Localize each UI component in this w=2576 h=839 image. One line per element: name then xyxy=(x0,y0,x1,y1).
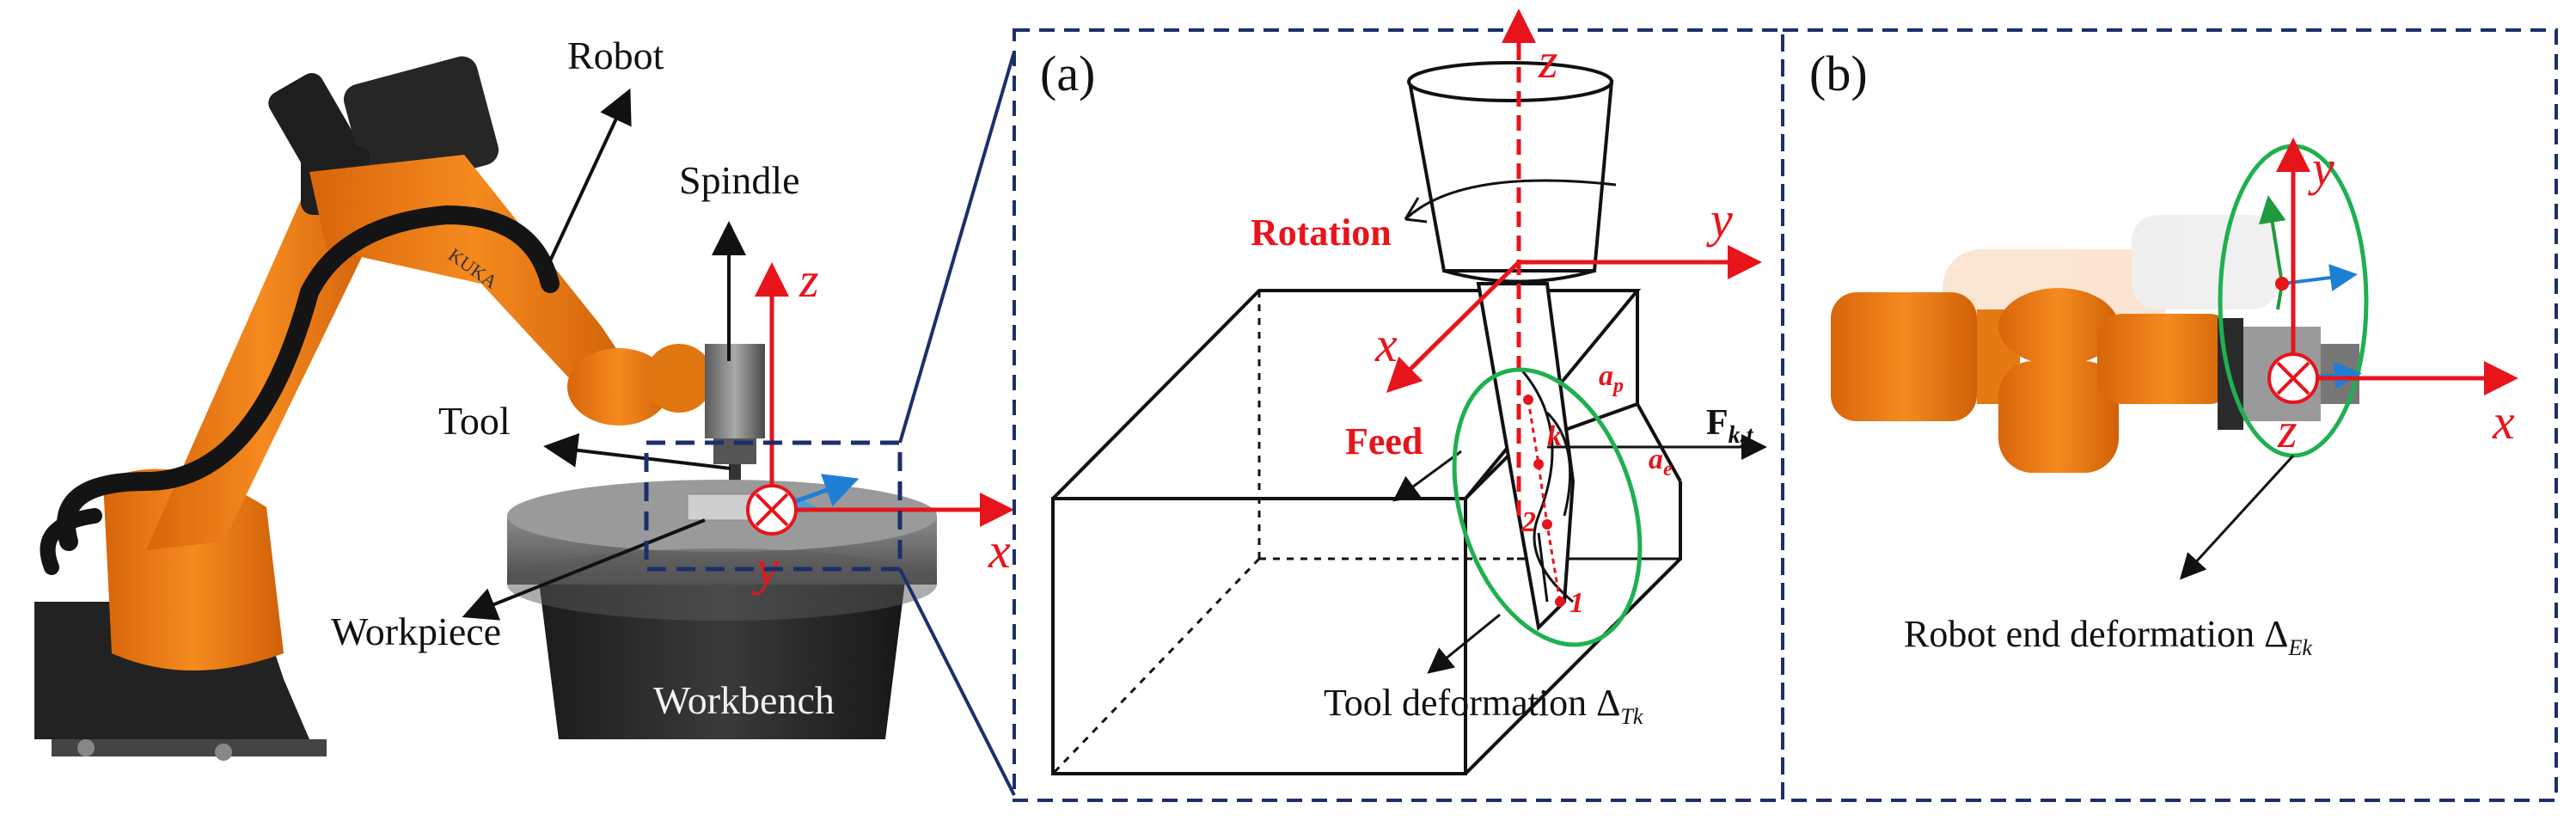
tool-deformation-pointer xyxy=(1427,613,1501,674)
zoom-region-box xyxy=(644,440,903,572)
panel-b: (b) y x z xyxy=(1809,46,2518,660)
panel-b-frame xyxy=(1781,28,2558,802)
panel-b-robot-end xyxy=(1831,288,2359,473)
point-2-label: 2 xyxy=(1521,506,1536,538)
robot-spindle xyxy=(705,344,765,438)
point-k-label: k xyxy=(1547,420,1562,452)
ap-label: ap xyxy=(1599,360,1624,397)
feed-arrow xyxy=(1392,450,1462,502)
panel-a-z-label: z xyxy=(1538,33,1558,89)
feed-label: Feed xyxy=(1345,420,1423,462)
panel-a-x-axis xyxy=(1386,260,1521,394)
panel-a-tag: (a) xyxy=(1040,46,1095,101)
zoom-connector-bottom xyxy=(898,568,1016,796)
force-label: Fk,t xyxy=(1706,403,1754,449)
ae-label: ae xyxy=(1649,444,1673,481)
tool-pointer xyxy=(543,432,731,470)
rotation-label: Rotation xyxy=(1251,211,1392,254)
rotation-arrow xyxy=(1404,179,1617,221)
robot-wrist xyxy=(567,348,670,426)
left-x-label: x xyxy=(988,523,1011,579)
panel-b-z-label: z xyxy=(2277,402,2298,458)
workpiece-label: Workpiece xyxy=(331,609,501,653)
panel-b-y-label: y xyxy=(2308,140,2334,196)
point-1-label: 1 xyxy=(1569,587,1584,619)
panel-a: (a) Rotation xyxy=(1040,9,1767,775)
robot-end-deformation-label: Robot end deformation ΔEk xyxy=(1904,613,2312,660)
robot-pointer xyxy=(540,88,632,280)
panel-a-spindle xyxy=(1407,61,1614,284)
panel-a-y-label: y xyxy=(1706,192,1733,248)
panel-a-deformation-ellipse xyxy=(1452,367,1643,647)
robot-end-deformation-pointer xyxy=(2179,454,2295,580)
workpiece-pointer xyxy=(462,518,706,621)
panel-a-tool: k 2 1 xyxy=(1476,282,1584,632)
robot-label: Robot xyxy=(567,34,664,77)
robot-illustration: KUKA xyxy=(34,56,765,761)
left-coordinate-frame: z x y xyxy=(746,252,1014,596)
tool-deformation-label: Tool deformation ΔTk xyxy=(1324,682,1643,729)
panel-b-tag: (b) xyxy=(1809,46,1868,101)
zoom-connector-top xyxy=(898,51,1016,444)
panel-b-x-label: x xyxy=(2492,394,2515,450)
workbench-label: Workbench xyxy=(653,678,835,722)
left-z-label: z xyxy=(798,252,819,308)
robot-turret xyxy=(103,468,284,671)
left-labels: Robot Spindle Tool Workpiece xyxy=(331,34,800,653)
spindle-label: Spindle xyxy=(679,158,800,202)
robot-cable xyxy=(56,205,560,551)
tool-label: Tool xyxy=(438,399,511,443)
panel-a-x-label: x xyxy=(1374,316,1398,372)
